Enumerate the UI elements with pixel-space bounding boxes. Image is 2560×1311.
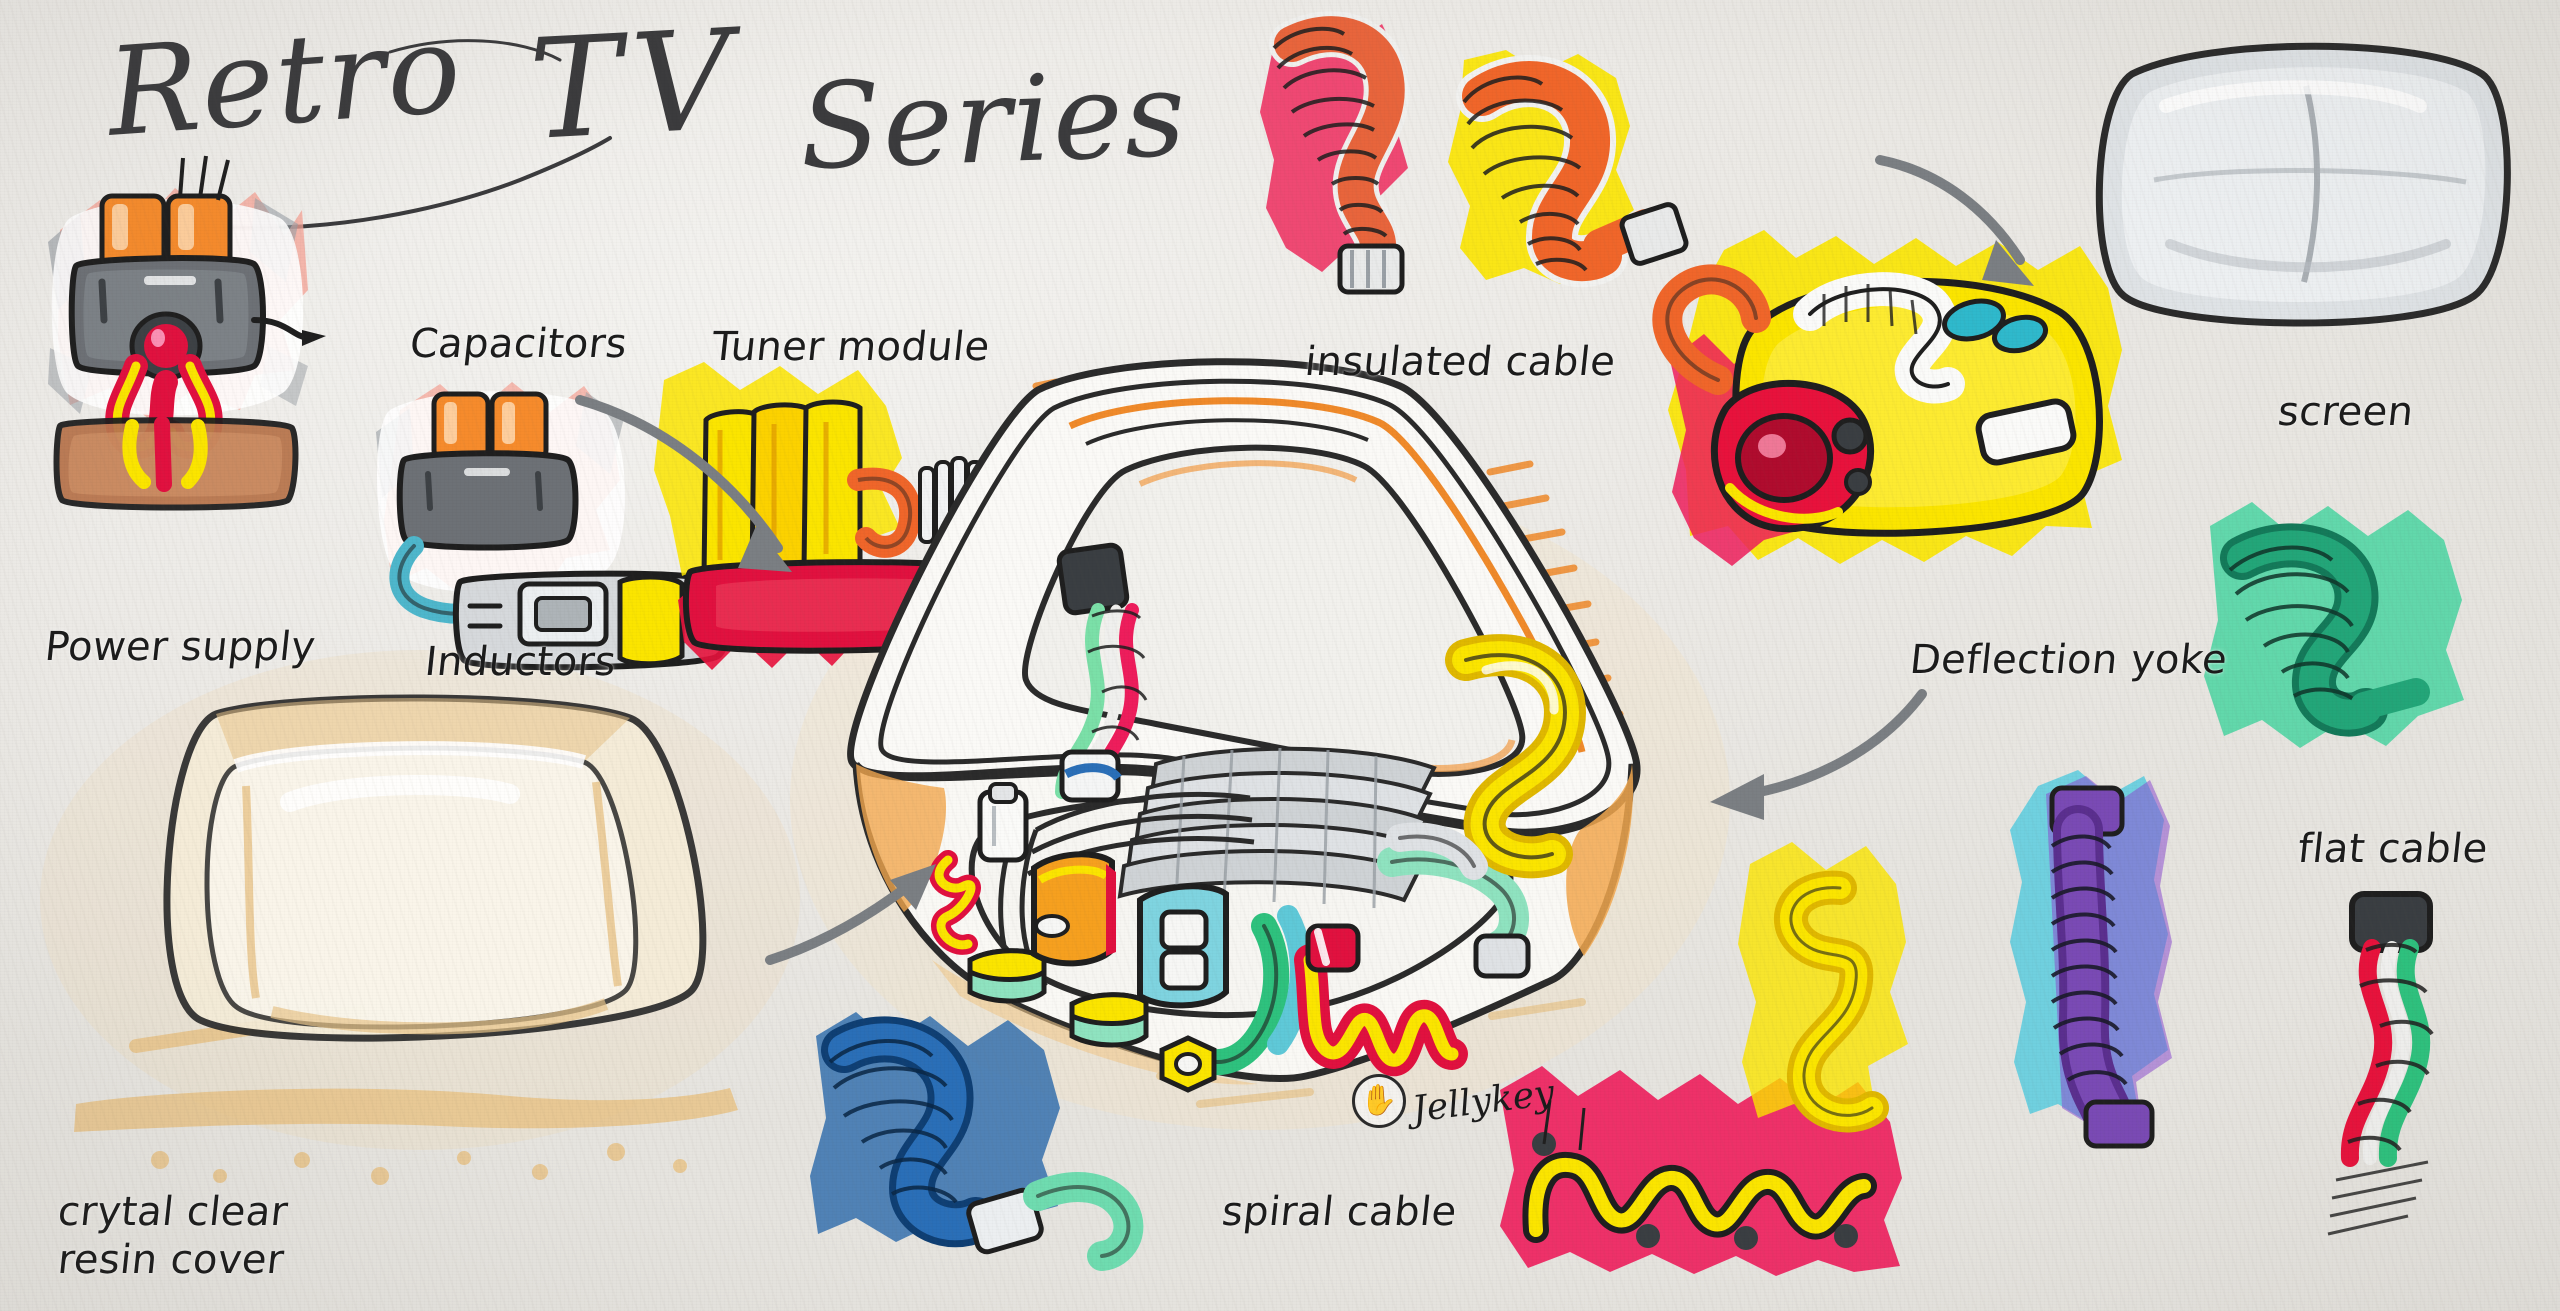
label-tuner-module: Tuner module [709,324,993,370]
label-screen: screen [2275,389,2416,435]
flat-cable-unit [2204,502,2464,748]
artist-name: Jellykey [1410,1071,1557,1131]
crt-screen [2095,42,2511,327]
label-inductors: Inductors [422,639,619,685]
arrow-to-tv-bottom [765,864,936,965]
deflection-yoke-unit [1652,230,2122,566]
tv-chassis [847,358,1641,1108]
label-resin-cover-line1: crytal clear [55,1189,291,1235]
arrow-to-tv-left [575,395,792,572]
striped-cable-unit [2327,891,2434,1236]
insulated-cable-a [1260,11,1410,295]
insulated-cable-b [1448,50,1689,288]
zigzag-cable-unit [1500,1066,1902,1276]
capacitors-unit [376,382,732,671]
artist-signature: ✋ Jellykey [1352,1071,1557,1131]
spiral-cable-unit [810,1012,1144,1271]
palm-hand-logo-icon: ✋ [1352,1074,1406,1128]
yellow-hook-cable [1738,842,1908,1133]
label-power-supply: Power supply [42,624,318,670]
label-spiral-cable: spiral cable [1219,1189,1460,1235]
label-flat-cable: flat cable [2295,826,2491,872]
power-supply-unit [48,155,326,511]
resin-cover-unit [74,694,738,1185]
arrow-to-yoke [1875,155,2034,286]
purple-coil-unit [2010,770,2172,1149]
label-deflection-yoke: Deflection yoke [1907,637,2230,683]
arrow-from-yoke [1710,689,1927,820]
label-insulated-cable: insulated cable [1302,339,1618,385]
label-resin-cover-line2: resin cover [55,1237,287,1283]
label-capacitors: Capacitors [407,321,630,367]
